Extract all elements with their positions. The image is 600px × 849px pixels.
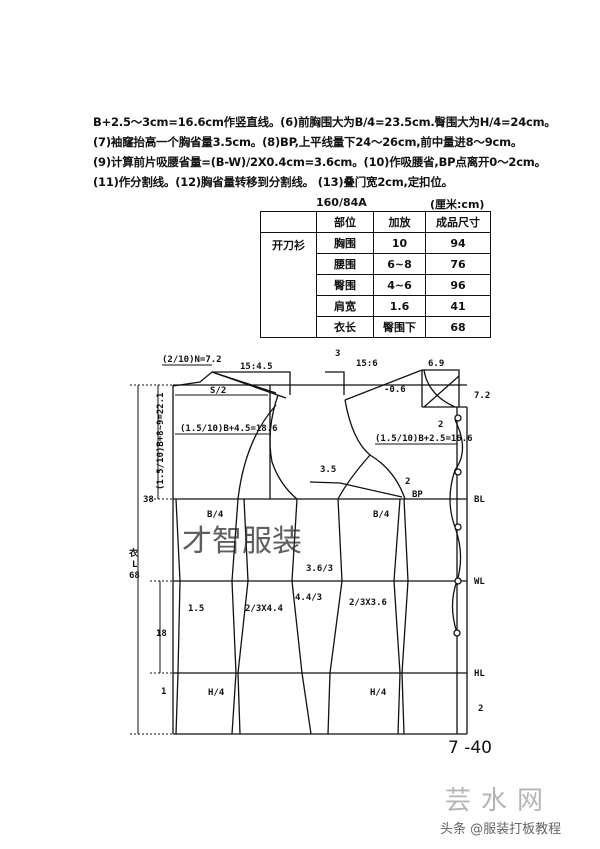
diagram-label: S/2 — [210, 386, 226, 396]
diagram-label: HL — [474, 669, 485, 679]
table-cell: 76 — [425, 253, 491, 275]
unit-label: (厘米:cm) — [430, 198, 485, 211]
diagram-label: 68 — [129, 571, 140, 581]
diagram-label: 18 — [156, 629, 167, 639]
diagram-label: WL — [474, 577, 485, 587]
garment-name: 开刀衫 — [260, 232, 317, 338]
diagram-label: 3 — [335, 349, 340, 359]
diagram-label: 15:6 — [356, 359, 378, 369]
table-cell: 41 — [425, 295, 491, 317]
diagram-label: 2 — [478, 704, 483, 714]
table-cell: 肩宽 — [316, 295, 374, 317]
diagram-label: -0.6 — [384, 385, 406, 395]
watermark: 芸水网 — [445, 786, 554, 816]
diagram-label: 1 — [161, 687, 166, 697]
diagram-label: B/4 — [207, 510, 224, 520]
diagram-label: 1.5 — [188, 604, 204, 614]
button-mark-icon — [454, 523, 462, 531]
table-cell: 臀围下 — [373, 316, 426, 338]
diagram-label: BP — [412, 490, 423, 500]
diagram-label: 2/3X4.4 — [245, 604, 284, 614]
diagram-label: 3.5 — [320, 465, 336, 475]
text-line: (7)袖窿抬高一个胸省量3.5cm。(8)BP,上平线量下24～26cm,前中量… — [93, 135, 523, 149]
pattern-lines — [130, 364, 468, 735]
text-line: B+2.5～3cm=16.6cm作竖直线。(6)前胸围大为B/4=23.5cm.… — [93, 115, 556, 129]
button-mark-icon — [454, 468, 462, 476]
diagram-label: 15:4.5 — [240, 362, 273, 372]
diagram-label: (1.5/10)B+2.5=16.6 — [375, 434, 473, 444]
diagram-label: H/4 — [208, 688, 225, 698]
table-row: 开刀衫 胸围 10 94 — [260, 232, 491, 338]
diagram-label: (1.5/10)B+4.5=18.6 — [180, 424, 278, 434]
diagram-label: 2/3X3.6 — [349, 598, 387, 608]
table-cell: 1.6 — [373, 295, 426, 317]
button-mark-icon — [454, 577, 462, 585]
diagram-label: 4.4/3 — [295, 593, 322, 603]
diagram-label: 7.2 — [474, 391, 490, 401]
table-cell: 68 — [425, 316, 491, 338]
diagram-label: 6.9 — [428, 359, 444, 369]
header-cell: 加放 — [373, 211, 426, 233]
diagram-label: 3.6/3 — [306, 564, 333, 574]
diagram-label: B/4 — [373, 510, 390, 520]
size-label: 160/84A — [316, 196, 367, 209]
button-mark-icon — [454, 414, 462, 422]
diagram-label: BL — [474, 495, 485, 505]
diagram-label: 2 — [405, 477, 410, 487]
header-cell: 成品尺寸 — [425, 211, 491, 233]
diagram-label: 38 — [143, 495, 154, 505]
button-mark-icon — [453, 629, 461, 637]
text-line: (9)计算前片吸腰省量=(B-W)/2X0.4cm=3.6cm。(10)作吸腰省… — [93, 155, 546, 169]
table-cell: 10 — [373, 232, 426, 254]
table-cell: 4~6 — [373, 274, 426, 296]
diagram-label: (2/10)N=7.2 — [162, 355, 222, 365]
watermark: 才智服装 — [182, 524, 302, 559]
diagram-label: L — [132, 560, 138, 570]
watermark: 头条 @服装打板教程 — [440, 822, 562, 837]
diagram-label: (1.5/10)B+8~9=22.1 — [156, 392, 166, 490]
table-cell: 衣长 — [316, 316, 374, 338]
text-line: (11)作分割线。(12)胸省量转移到分割线。 (13)叠门宽2cm,定扣位。 — [93, 175, 453, 189]
diagram-labels: (2/10)N=7.2 15:4.5 S/2 (1.5/10)B+4.5=18.… — [129, 349, 490, 714]
page-number: 7 -40 — [448, 738, 492, 758]
diagram-label: H/4 — [370, 688, 387, 698]
diagram-label: 衣 — [129, 547, 138, 559]
diagram-label: 2 — [438, 420, 443, 430]
